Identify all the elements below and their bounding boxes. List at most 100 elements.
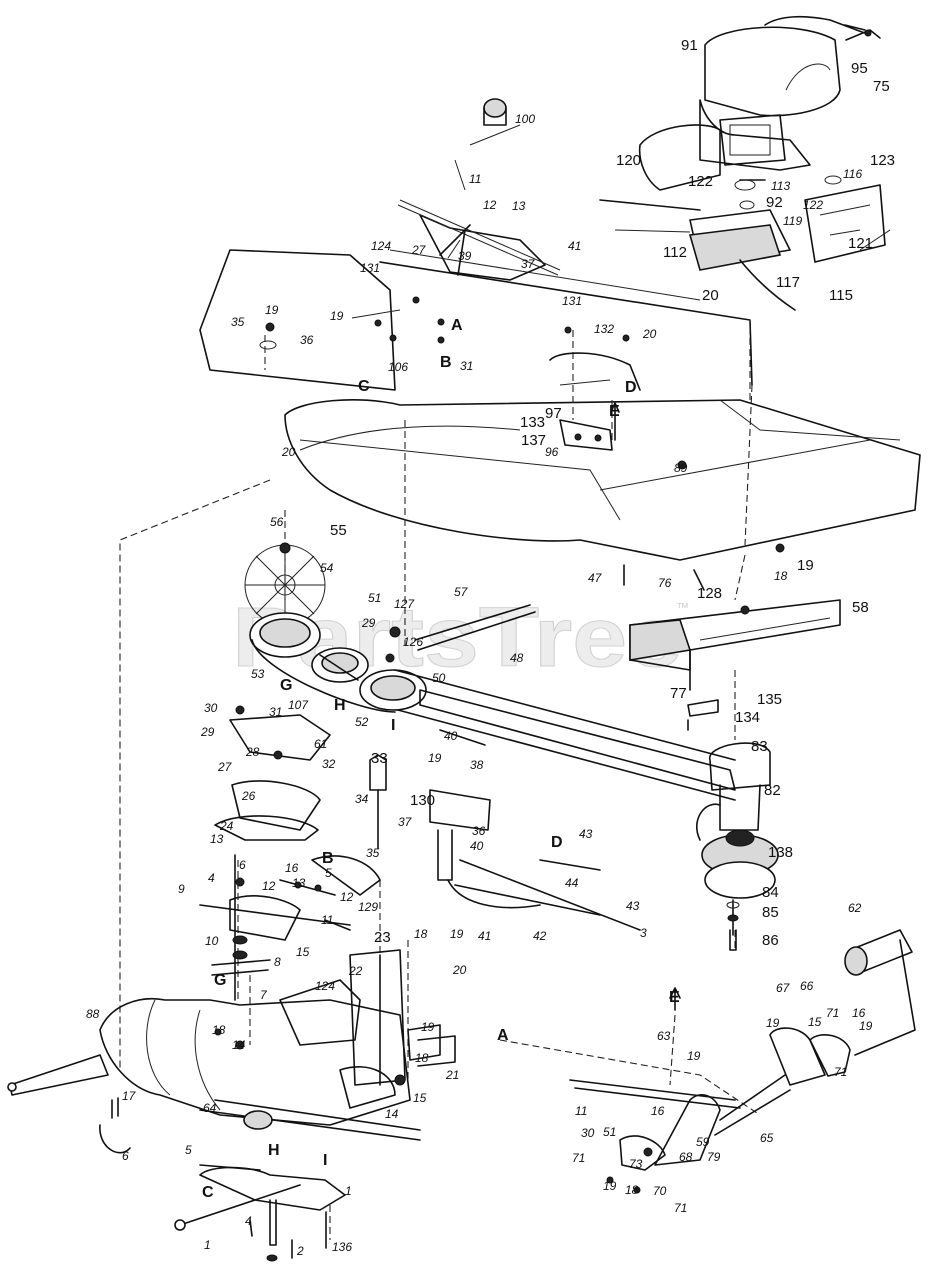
- part-number-18: 18: [774, 569, 788, 583]
- part-number-5: 5: [325, 866, 332, 880]
- part-number-6: 6: [122, 1149, 129, 1163]
- part-number-3: 3: [640, 926, 647, 940]
- part-number-12: 12: [483, 198, 497, 212]
- part-number-13: 13: [210, 832, 224, 846]
- part-number-17: 17: [122, 1089, 137, 1103]
- part-number-56: 56: [270, 515, 284, 529]
- part-number-96: 96: [545, 445, 559, 459]
- part-number-13: 13: [512, 199, 526, 213]
- hardware: [214, 296, 785, 1259]
- part-number-18: 18: [625, 1183, 639, 1197]
- part-number-18: 18: [415, 1051, 429, 1065]
- part-number-19: 19: [797, 557, 814, 574]
- linkage-assembly: [199, 705, 641, 1001]
- deck-support: [629, 599, 841, 691]
- part-number-136: 136: [332, 1240, 352, 1254]
- part-number-4: 4: [245, 1214, 252, 1228]
- part-number-43: 43: [579, 827, 593, 841]
- part-number-122: 122: [803, 198, 823, 212]
- part-number-23: 23: [374, 929, 391, 946]
- part-number-19: 19: [265, 303, 279, 317]
- part-number-71: 71: [572, 1151, 585, 1165]
- part-number-14: 14: [232, 1038, 246, 1052]
- part-number-18: 18: [414, 927, 428, 941]
- part-number-53: 53: [251, 667, 265, 681]
- part-number-15: 15: [413, 1091, 427, 1105]
- part-number-15: 15: [296, 945, 310, 959]
- part-number-112: 112: [663, 244, 687, 261]
- frame-assembly: [199, 98, 921, 561]
- part-number-133: 133: [520, 414, 545, 431]
- part-number-131: 131: [562, 294, 582, 308]
- part-number-19: 19: [766, 1016, 780, 1030]
- part-number-41: 41: [568, 239, 581, 253]
- part-number-26: 26: [241, 789, 256, 803]
- reference-letter-D: D: [625, 379, 637, 396]
- part-number-115: 115: [829, 287, 853, 304]
- reference-letter-E: E: [669, 989, 680, 1006]
- reference-letter-B: B: [322, 850, 334, 867]
- part-number-30: 30: [204, 701, 218, 715]
- part-number-126: 126: [403, 635, 423, 649]
- part-number-8: 8: [274, 955, 281, 969]
- part-number-11: 11: [575, 1104, 587, 1118]
- part-number-24: 24: [219, 819, 234, 833]
- part-number-121: 121: [848, 235, 873, 252]
- part-number-63: 63: [657, 1029, 671, 1043]
- part-number-14: 14: [385, 1107, 399, 1121]
- part-number-41: 41: [478, 929, 491, 943]
- part-number-19: 19: [421, 1020, 435, 1034]
- part-number-138: 138: [768, 844, 793, 861]
- transaxle-assembly: [7, 949, 456, 1154]
- part-number-20: 20: [702, 287, 719, 304]
- part-number-47: 47: [588, 571, 603, 585]
- part-number-106: 106: [388, 360, 408, 374]
- part-number-19: 19: [330, 309, 344, 323]
- part-number-68: 68: [679, 1150, 693, 1164]
- part-number-20: 20: [452, 963, 467, 977]
- part-number-128: 128: [697, 585, 722, 602]
- part-number-100: 100: [515, 112, 535, 126]
- part-number-107: 107: [288, 698, 309, 712]
- part-number-82: 82: [764, 782, 781, 799]
- part-number-19: 19: [859, 1019, 873, 1033]
- part-number-52: 52: [355, 715, 369, 729]
- part-number-97: 97: [545, 405, 562, 422]
- part-number-16: 16: [852, 1006, 866, 1020]
- part-number-16: 16: [285, 861, 299, 875]
- part-number-37: 37: [398, 815, 413, 829]
- part-number-127: 127: [394, 597, 415, 611]
- part-number-40: 40: [470, 839, 484, 853]
- part-number-48: 48: [510, 651, 524, 665]
- part-number-113: 113: [771, 179, 790, 193]
- part-number-129: 129: [358, 900, 378, 914]
- part-number-27: 27: [217, 760, 233, 774]
- part-number-124: 124: [371, 239, 391, 253]
- reference-letter-E: E: [609, 403, 620, 420]
- part-number-12: 12: [340, 890, 354, 904]
- reference-letter-I: I: [323, 1152, 327, 1169]
- part-number-44: 44: [565, 876, 579, 890]
- part-number-28: 28: [245, 745, 260, 759]
- part-number-19: 19: [687, 1049, 701, 1063]
- part-number-120: 120: [616, 152, 641, 169]
- part-number-1: 1: [345, 1184, 352, 1198]
- part-number-15: 15: [808, 1015, 822, 1029]
- part-number-5: 5: [185, 1143, 192, 1157]
- part-number-134: 134: [735, 709, 760, 726]
- part-number-117: 117: [776, 274, 800, 291]
- part-number-122: 122: [688, 173, 713, 190]
- part-number-55: 55: [330, 522, 347, 539]
- part-number-31: 31: [460, 359, 473, 373]
- part-number-33: 33: [371, 750, 388, 767]
- part-number-58: 58: [852, 599, 869, 616]
- watermark-trademark: ™: [676, 600, 689, 615]
- part-number-95: 95: [851, 60, 868, 77]
- part-number-71: 71: [826, 1006, 839, 1020]
- reference-letter-A: A: [451, 317, 463, 334]
- part-number-31: 31: [269, 705, 282, 719]
- part-number-71: 71: [674, 1201, 687, 1215]
- part-number-9: 9: [178, 882, 185, 896]
- part-number-6: 6: [239, 858, 246, 872]
